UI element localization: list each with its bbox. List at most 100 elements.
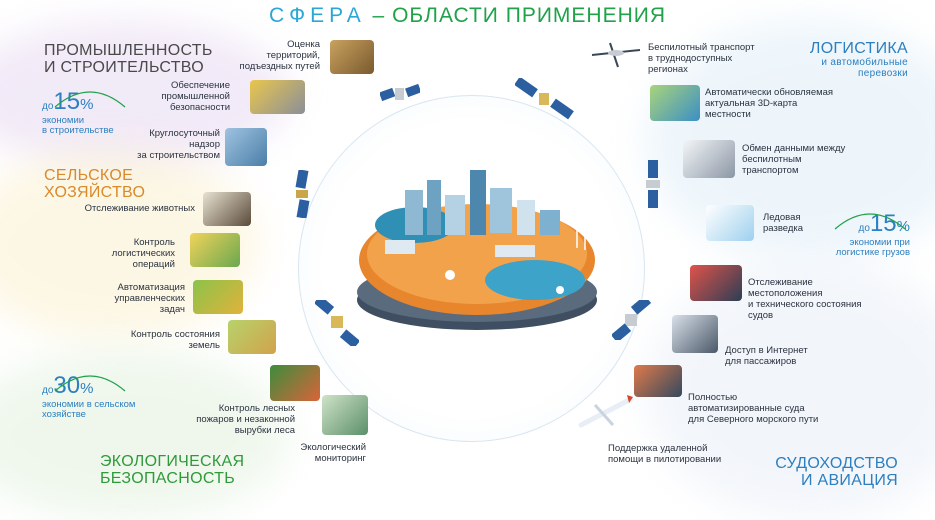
- construction-site-icon: [225, 128, 267, 166]
- title-dash: –: [365, 4, 393, 27]
- item-line: для пассажиров: [725, 356, 797, 367]
- item-line: Контроль лесных: [218, 403, 295, 414]
- item-line: в труднодоступных: [648, 53, 733, 64]
- ecology-item-2: Экологический мониторинг: [270, 442, 366, 464]
- logistics-title-line1: ЛОГИСТИКА: [809, 40, 908, 57]
- item-line: Контроль состояния: [130, 329, 220, 340]
- stat-note-line1: экономии в сельском: [42, 399, 136, 410]
- ecology-item-1: Контроль лесных пожаров и незаконной выр…: [185, 403, 295, 436]
- forest-icon: [270, 365, 320, 401]
- item-line: вырубки леса: [234, 425, 295, 436]
- page-title: СФЕРА – ОБЛАСТИ ПРИМЕНЕНИЯ: [0, 4, 935, 28]
- ecology-title-line1: ЭКОЛОГИЧЕСКАЯ: [100, 453, 245, 470]
- item-line: Ледовая: [763, 212, 801, 223]
- stat-prefix: до: [42, 101, 54, 112]
- ship-icon: [690, 265, 742, 301]
- ice-icon: [706, 205, 754, 241]
- item-line: логистических: [111, 248, 175, 259]
- cow-icon: [203, 192, 251, 226]
- item-line: операций: [132, 259, 175, 270]
- logistics-item-1: Беспилотный транспорт в труднодоступных …: [648, 42, 788, 75]
- item-line: регионах: [648, 64, 688, 75]
- item-line: управленческих: [114, 293, 185, 304]
- item-line: Контроль: [133, 237, 175, 248]
- agriculture-title: СЕЛЬСКОЕ ХОЗЯЙСТВО: [44, 167, 145, 201]
- item-line: для Северного морского пути: [688, 414, 819, 425]
- brand-name: СФЕРА: [268, 4, 366, 27]
- industry-stat: до15% экономии в строительстве: [42, 88, 114, 136]
- shipping-item-2: Доступ в Интернет для пассажиров: [725, 345, 835, 367]
- item-line: Обмен данными между: [742, 143, 846, 154]
- agriculture-item-4: Контроль состояния земель: [110, 329, 220, 351]
- satellite-icon: [515, 78, 574, 120]
- item-line: судов: [748, 310, 774, 321]
- passenger-internet-icon: [672, 315, 718, 353]
- truck-icon: [683, 140, 735, 178]
- item-line: Отслеживание животных: [84, 203, 195, 214]
- item-line: безопасности: [169, 102, 230, 113]
- item-line: помощи в пилотировании: [608, 454, 722, 465]
- item-line: автоматизированные суда: [688, 403, 805, 414]
- shipping-zone-bg: [645, 260, 935, 520]
- item-line: Полностью: [688, 392, 738, 403]
- industry-title-line2: И СТРОИТЕЛЬСТВО: [44, 59, 204, 76]
- ecology-title-line2: БЕЗОПАСНОСТЬ: [100, 470, 236, 487]
- stat-unit: %: [80, 380, 94, 397]
- logistics-item-3: Обмен данными между беспилотным транспор…: [742, 143, 872, 176]
- shipping-title: СУДОХОДСТВО И АВИАЦИЯ: [740, 455, 898, 489]
- item-line: пожаров и незаконной: [196, 414, 295, 425]
- item-line: актуальная 3D-карта: [705, 98, 798, 109]
- shipping-title-line2: И АВИАЦИЯ: [800, 472, 898, 489]
- shipping-item-3: Полностью автоматизированные суда для Се…: [688, 392, 848, 425]
- shipping-title-line1: СУДОХОДСТВО: [775, 455, 898, 472]
- logistics-title: ЛОГИСТИКА и автомобильные перевозки: [760, 40, 908, 79]
- 3d-map-icon: [650, 85, 700, 121]
- title-text: ОБЛАСТИ ПРИМЕНЕНИЯ: [392, 4, 667, 27]
- item-line: беспилотным: [742, 154, 802, 165]
- stat-arc: [54, 91, 126, 108]
- logistics-item-4: Ледовая разведка: [763, 212, 823, 234]
- agriculture-item-3: Автоматизация управленческих задач: [95, 282, 185, 315]
- item-line: земель: [188, 340, 220, 351]
- item-line: Обеспечение: [171, 80, 230, 91]
- satellite-icon: [612, 300, 652, 340]
- ecology-zone-bg: [0, 350, 290, 520]
- industry-item-1: Оценка территорий, подъездных путей: [220, 39, 320, 72]
- stat-value: 30: [53, 372, 81, 399]
- stat-unit: %: [80, 96, 94, 113]
- item-line: подъездных путей: [239, 61, 320, 72]
- logistics-item-2: Автоматически обновляемая актуальная 3D-…: [705, 87, 855, 120]
- city-platform-illustration: [357, 170, 597, 330]
- item-line: Доступ в Интернет: [725, 345, 808, 356]
- stat-arc: [834, 213, 906, 230]
- item-line: Круглосуточный: [149, 128, 220, 139]
- logistics-title-line2: и автомобильные: [821, 57, 908, 68]
- stat-prefix: до: [858, 223, 870, 234]
- item-line: надзор: [189, 139, 220, 150]
- satellite-icon: [646, 160, 660, 208]
- stat-arc: [54, 375, 126, 392]
- ecology-stat: до30% экономии в сельском хозяйстве: [42, 372, 135, 420]
- satellite-icon: [380, 83, 420, 102]
- industry-item-3: Круглосуточный надзор за строительством: [125, 128, 220, 161]
- eco-monitoring-icon: [322, 395, 368, 435]
- item-line: Поддержка удаленной: [608, 443, 708, 454]
- stat-note-line1: экономии: [42, 115, 85, 126]
- item-line: за строительством: [137, 150, 220, 161]
- item-line: местности: [705, 109, 751, 120]
- item-line: местоположения: [748, 288, 823, 299]
- drone-icon: [591, 42, 641, 68]
- shipping-item-1: Отслеживание местоположения и техническо…: [748, 277, 908, 321]
- item-line: промышленной: [161, 91, 230, 102]
- item-line: Оценка: [287, 39, 320, 50]
- item-line: территорий,: [266, 50, 320, 61]
- item-line: Автоматически обновляемая: [705, 87, 834, 98]
- stat-note-line1: экономии при: [849, 237, 910, 248]
- satellite-icon: [315, 300, 359, 346]
- item-line: Отслеживание: [748, 277, 813, 288]
- item-line: мониторинг: [314, 453, 366, 464]
- item-line: задач: [159, 304, 185, 315]
- stat-prefix: до: [42, 385, 54, 396]
- stat-note-line2: хозяйстве: [42, 409, 86, 420]
- item-line: и технического состояния: [748, 299, 862, 310]
